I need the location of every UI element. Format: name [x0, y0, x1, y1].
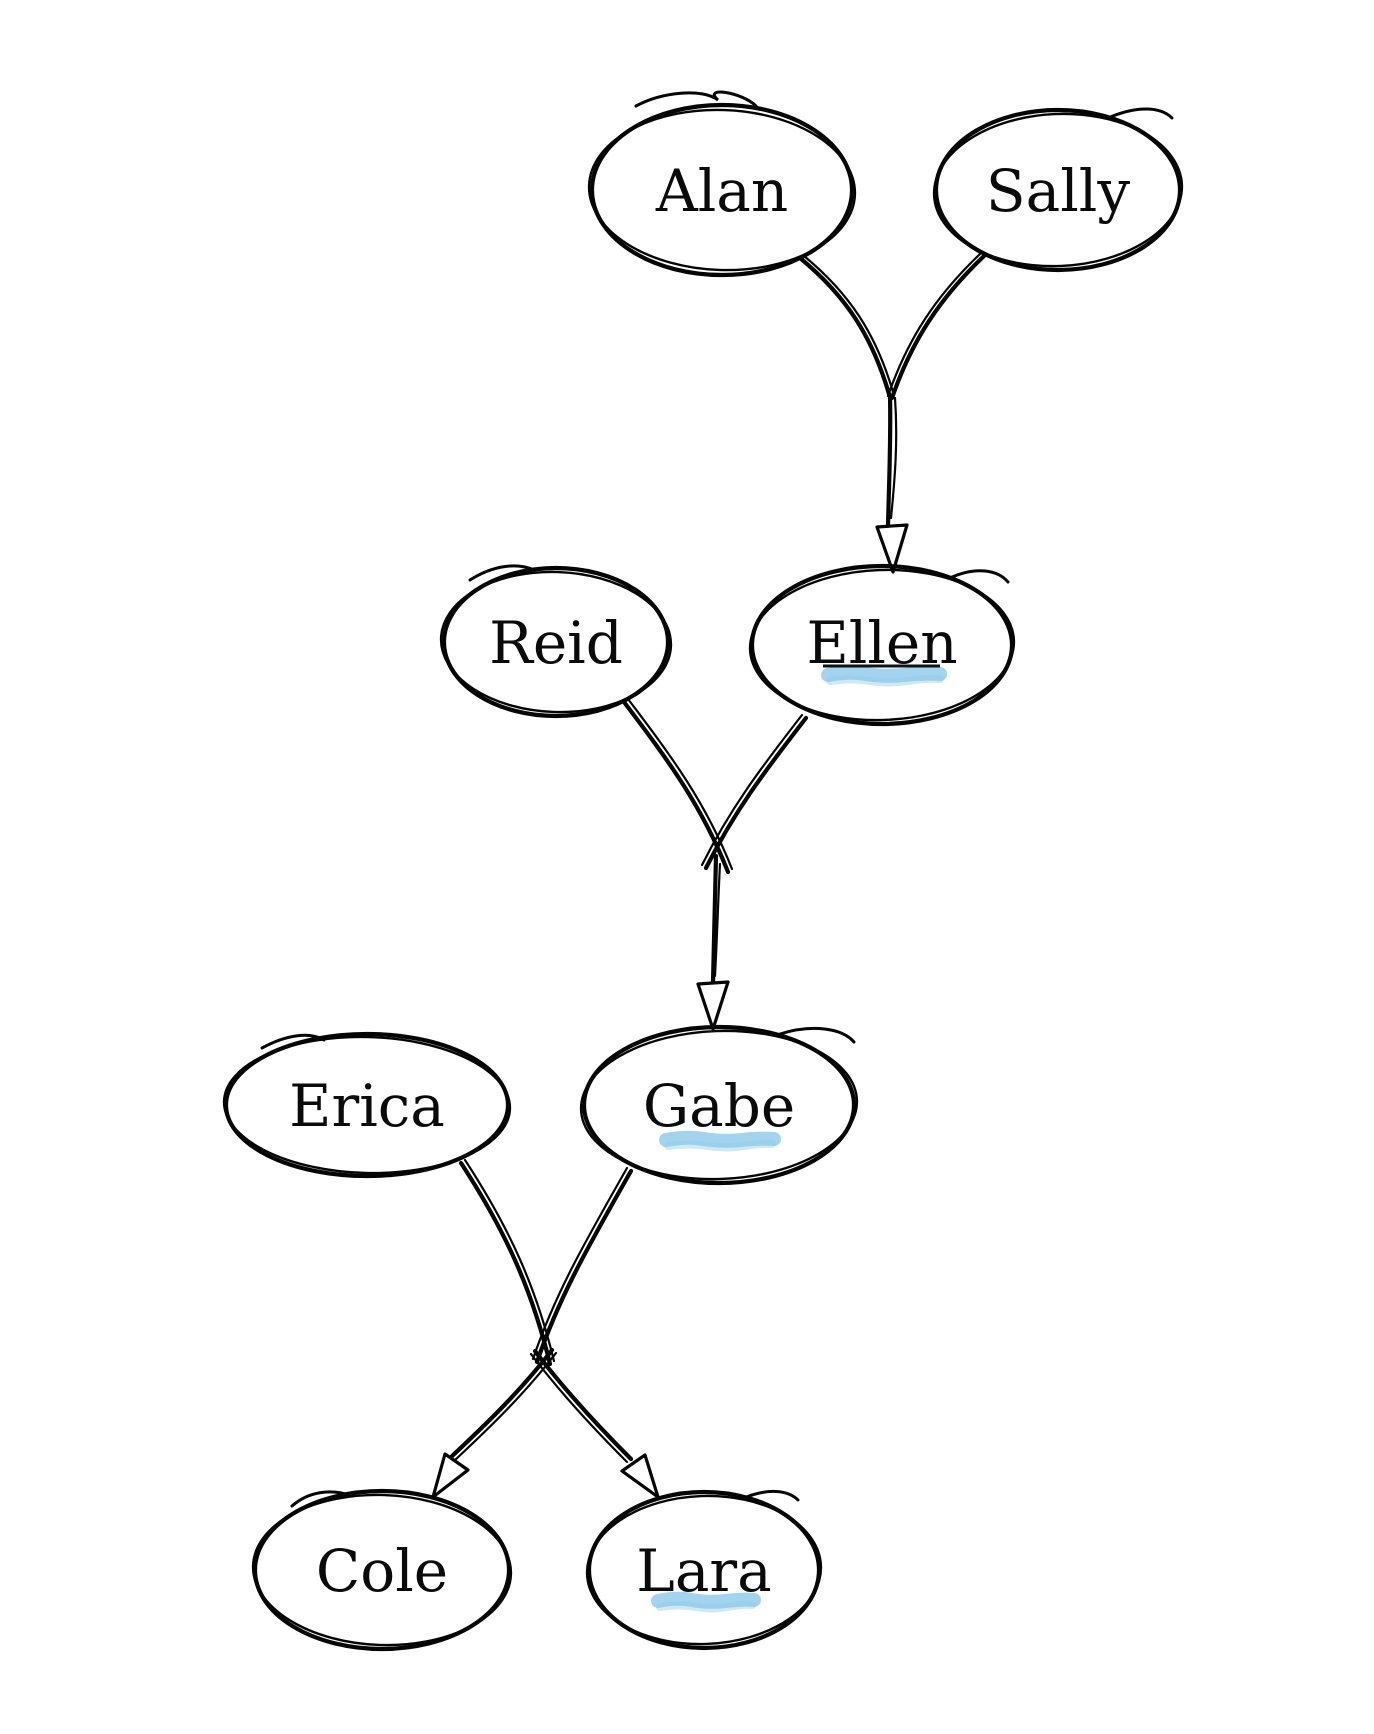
edge-line-sketch	[802, 254, 895, 394]
highlight-mark	[651, 1591, 761, 1609]
node-label: Sally	[986, 157, 1130, 225]
node-outline-sketch	[251, 1493, 513, 1647]
edge-line-sketch	[713, 862, 722, 978]
node-outline-sketch	[587, 108, 857, 272]
node-outline-sketch	[222, 1035, 512, 1175]
arrowhead-icon	[696, 980, 730, 1031]
edge-line	[703, 715, 809, 871]
edge-line	[534, 1168, 634, 1365]
arrowhead-icon	[875, 523, 909, 574]
node-lara[interactable]: Lara	[584, 1489, 823, 1651]
node-label: Gabe	[643, 1072, 795, 1140]
sketch-overshoot	[742, 1490, 800, 1502]
node-outline	[581, 1024, 857, 1186]
highlight-mark-sketch	[826, 674, 944, 687]
edge-reid-ellen-to-gabe	[621, 697, 809, 1031]
node-erica: Erica	[222, 1031, 512, 1179]
edge-line-sketch	[529, 1352, 629, 1464]
node-outline	[749, 563, 1015, 727]
node-ellen[interactable]: Ellen	[747, 563, 1016, 727]
edge-line	[458, 1160, 553, 1367]
arrowhead-icon	[620, 1453, 660, 1499]
edge-line	[447, 1347, 555, 1461]
node-outline	[589, 102, 855, 278]
node-alan: Alan	[587, 90, 857, 278]
edge-line	[889, 253, 987, 401]
edge-alan-sally-to-ellen	[797, 252, 987, 574]
edge-line-sketch	[531, 1166, 629, 1361]
sketch-overshoot	[260, 1033, 326, 1050]
sketch-overshoot	[778, 1026, 856, 1044]
node-outline	[441, 565, 671, 719]
node-outline	[223, 1031, 511, 1179]
node-label: Ellen	[806, 609, 957, 677]
sketch-overshoot	[1106, 107, 1174, 120]
node-label: Alan	[655, 157, 788, 225]
edge-line-sketch	[626, 697, 734, 871]
sketch-overshoot	[634, 90, 758, 108]
node-outline-sketch	[748, 568, 1016, 722]
arrowhead-icon	[431, 1452, 470, 1499]
node-outline-sketch	[579, 1029, 859, 1181]
edge-erica-gabe-to-children	[431, 1158, 660, 1499]
node-outline	[252, 1488, 512, 1652]
node-label: Reid	[489, 609, 623, 677]
edge-line-sketch	[886, 252, 982, 398]
sketch-overshoot	[290, 1490, 354, 1508]
node-outline-sketch	[585, 1494, 823, 1646]
highlight-mark	[821, 665, 947, 683]
node-label: Lara	[636, 1537, 771, 1605]
edge-line	[797, 255, 892, 397]
edge-line	[885, 393, 893, 529]
edge-line-sketch	[452, 1351, 558, 1463]
node-label: Cole	[316, 1537, 448, 1605]
sketch-overshoot	[468, 564, 536, 582]
edge-line	[532, 1348, 634, 1462]
edge-line-sketch	[700, 713, 804, 867]
node-reid: Reid	[439, 564, 673, 719]
edge-line-sketch	[889, 396, 898, 520]
node-outline-sketch	[932, 112, 1184, 268]
node-cole: Cole	[251, 1488, 513, 1652]
sketch-overshoot	[948, 569, 1010, 584]
edge-line	[710, 853, 719, 985]
node-outline	[933, 107, 1183, 273]
node-sally: Sally	[932, 107, 1184, 273]
highlight-mark-sketch	[656, 1600, 756, 1613]
highlight-mark-sketch	[664, 1139, 776, 1152]
highlight-mark	[659, 1130, 781, 1148]
node-outline	[586, 1489, 822, 1651]
node-gabe[interactable]: Gabe	[579, 1024, 860, 1186]
node-label: Erica	[289, 1072, 445, 1140]
node-outline-sketch	[439, 570, 673, 714]
